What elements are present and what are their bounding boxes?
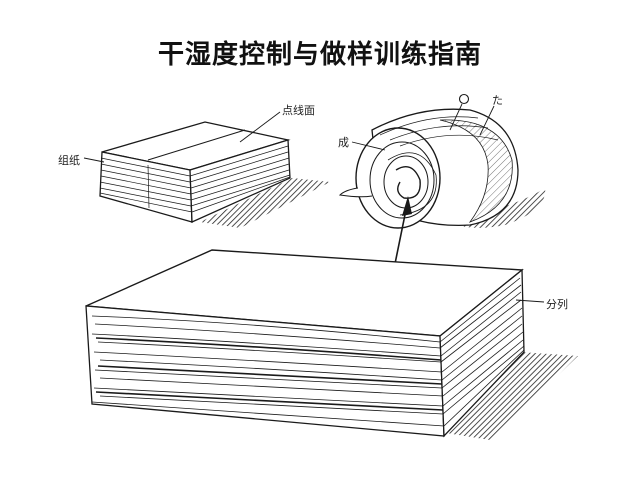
paper-roll	[338, 93, 546, 229]
leader-roll-left	[351, 141, 386, 151]
large-paper-stack	[85, 249, 578, 440]
label-roll-top-right: た	[492, 94, 503, 107]
label-top-face: 点线面	[282, 104, 315, 117]
label-roll-left: 成	[338, 136, 349, 149]
page-title: 干湿度控制与做样训练指南	[157, 40, 482, 70]
roll-pin-marker	[458, 93, 470, 105]
leader-side-label	[83, 157, 105, 163]
small-stack-shadow	[200, 178, 330, 228]
arrowhead	[402, 196, 412, 216]
leader-top-label	[239, 111, 281, 143]
small-paper-stack	[83, 111, 330, 228]
leader-roll-top-right	[479, 105, 495, 136]
small-stack-side	[189, 139, 291, 223]
leader-big-stack-right	[515, 299, 545, 303]
label-big-stack: 分列	[546, 298, 568, 311]
label-block-side: 组纸	[58, 154, 80, 167]
large-stack-side	[439, 268, 525, 438]
leader-roll-pin	[449, 103, 463, 131]
large-stack-shadow	[440, 352, 578, 440]
